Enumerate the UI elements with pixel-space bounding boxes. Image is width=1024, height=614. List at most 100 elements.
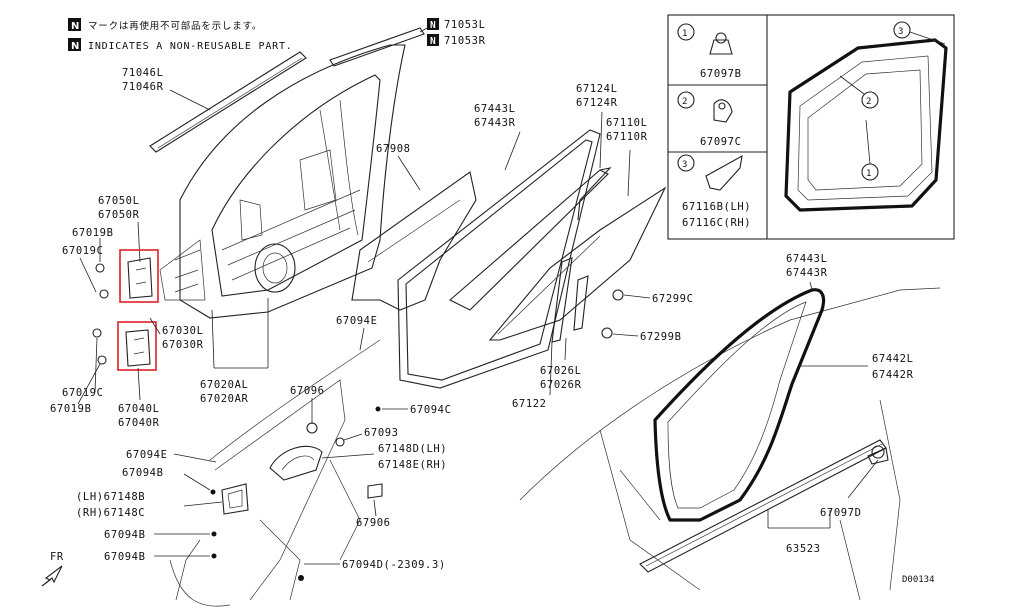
svg-text:67040R: 67040R: [118, 417, 160, 429]
svg-text:67443L: 67443L: [474, 103, 516, 115]
svg-text:67050R: 67050R: [98, 209, 140, 221]
svg-text:1: 1: [866, 169, 871, 179]
escutcheon-67148B: (LH)67148B (RH)67148C: [76, 483, 249, 519]
svg-text:67299C: 67299C: [652, 293, 694, 305]
svg-text:67443L: 67443L: [786, 253, 828, 265]
svg-text:67094E: 67094E: [126, 449, 168, 461]
waterproof-film-67908: 67908: [351, 143, 477, 311]
front-direction-indicator: FR: [41, 551, 64, 587]
svg-text:71053L: 71053L: [444, 19, 486, 31]
svg-text:67908: 67908: [376, 143, 411, 155]
svg-text:67019B: 67019B: [50, 403, 92, 415]
door-opening-weatherstrip-67443: 67443L 67443R: [653, 253, 828, 522]
inset-box: [667, 14, 955, 240]
svg-text:(RH)67148C: (RH)67148C: [76, 507, 145, 519]
label-67094B-c: 67094B: [104, 551, 217, 563]
door-trim-panel: [169, 339, 381, 607]
inset-item-2: 2 67097C: [677, 91, 741, 148]
lower-hinge-highlight: [117, 321, 157, 371]
lower-hinge-group: [92, 321, 157, 371]
svg-text:2: 2: [866, 97, 871, 107]
inset-weatherstrip: 3 2 1: [784, 21, 948, 212]
bolt-67299C: 67299C: [612, 289, 694, 305]
svg-text:67110R: 67110R: [606, 131, 648, 143]
svg-text:N: N: [71, 21, 79, 32]
svg-text:67030L: 67030L: [162, 325, 204, 337]
label-71046: 71046L 71046R: [122, 67, 164, 93]
clip-67094D: 67094D(-2309.3): [298, 559, 445, 581]
label-67094E-b: 67094E: [126, 449, 217, 463]
label-67050: 67050L 67050R: [98, 195, 141, 263]
svg-text:67026R: 67026R: [540, 379, 582, 391]
svg-text:67094B: 67094B: [104, 529, 146, 541]
n-badge-icon: [68, 18, 81, 31]
svg-text:67122: 67122: [512, 398, 547, 410]
svg-text:FR: FR: [50, 551, 64, 563]
glass-run-67124: 67124L 67124R: [449, 83, 618, 311]
svg-text:2: 2: [682, 97, 687, 107]
upper-hinge-highlight: [119, 249, 159, 303]
svg-text:67096: 67096: [290, 385, 325, 397]
svg-text:71053R: 71053R: [444, 35, 486, 47]
svg-text:67097D: 67097D: [820, 507, 862, 519]
label-67122: 67122: [512, 341, 553, 410]
svg-text:N: N: [430, 36, 436, 47]
svg-text:N: N: [71, 41, 79, 52]
label-67097D: 67097D: [820, 459, 879, 519]
label-67094B-a: 67094B: [122, 467, 216, 495]
svg-text:67906: 67906: [356, 517, 391, 529]
bolt-67299B: 67299B: [601, 327, 682, 343]
svg-text:67030R: 67030R: [162, 339, 204, 351]
diagram-code: D00134: [902, 575, 935, 585]
label-67442: 67442L 67442R: [800, 353, 914, 381]
belt-molding-71053: [329, 27, 428, 67]
svg-text:67093: 67093: [364, 427, 399, 439]
svg-text:67094B: 67094B: [122, 467, 164, 479]
label-67019-group-a: 67019B 67019C: [62, 227, 114, 293]
belt-molding-71046: [149, 51, 307, 153]
svg-text:67094E: 67094E: [336, 315, 378, 327]
svg-text:67040L: 67040L: [118, 403, 160, 415]
svg-text:67094B: 67094B: [104, 551, 146, 563]
svg-text:67097B: 67097B: [700, 68, 742, 80]
svg-text:67020AL: 67020AL: [200, 379, 248, 391]
note-jp-text: マークは再使用不可部品を示します。: [88, 20, 262, 32]
clip-67093: 67093: [335, 427, 399, 447]
front-door-panel: [159, 44, 406, 319]
n-badge-icon: [68, 38, 81, 51]
inset-frame: [667, 14, 955, 240]
svg-text:67026L: 67026L: [540, 365, 582, 377]
svg-text:67019C: 67019C: [62, 245, 104, 257]
svg-text:67148E(RH): 67148E(RH): [378, 459, 447, 471]
svg-text:67110L: 67110L: [606, 117, 648, 129]
label-67019-group-b: 67019C 67019B: [50, 337, 104, 415]
body-side-outline: [519, 287, 941, 601]
clip-67094C: 67094C: [375, 404, 451, 416]
svg-text:67442R: 67442R: [872, 369, 914, 381]
label-67094E-a: 67094E: [336, 315, 378, 351]
svg-text:1: 1: [682, 29, 687, 39]
door-weatherstrip-center: 67443L 67443R: [397, 103, 601, 389]
note-non-reusable: N マークは再使用不可部品を示します。 N INDICATES A NON-RE…: [68, 18, 293, 52]
note-en-text: INDICATES A NON-REUSABLE PART.: [88, 41, 293, 52]
inset-item-1: 1 67097B: [677, 23, 742, 80]
svg-text:67019B: 67019B: [72, 227, 114, 239]
svg-text:71046R: 71046R: [122, 81, 164, 93]
svg-text:3: 3: [898, 27, 903, 37]
svg-text:67124R: 67124R: [576, 97, 618, 109]
svg-text:N: N: [430, 20, 436, 31]
clip-67096: 67096: [290, 385, 325, 434]
svg-text:67443R: 67443R: [786, 267, 828, 279]
label-67030: 67030L 67030R: [149, 317, 204, 351]
cap-67906: 67906: [356, 483, 391, 529]
inset-item-3: 3 67116B(LH) 67116C(RH): [677, 154, 751, 229]
label-67094B-b: 67094B: [104, 529, 217, 541]
svg-text:67019C: 67019C: [62, 387, 104, 399]
upper-hinge-group: [95, 249, 159, 303]
svg-text:71046L: 71046L: [122, 67, 164, 79]
svg-text:67299B: 67299B: [640, 331, 682, 343]
label-67040: 67040L 67040R: [118, 367, 160, 429]
front-arrow-icon: [41, 565, 63, 587]
svg-text:67124L: 67124L: [576, 83, 618, 95]
